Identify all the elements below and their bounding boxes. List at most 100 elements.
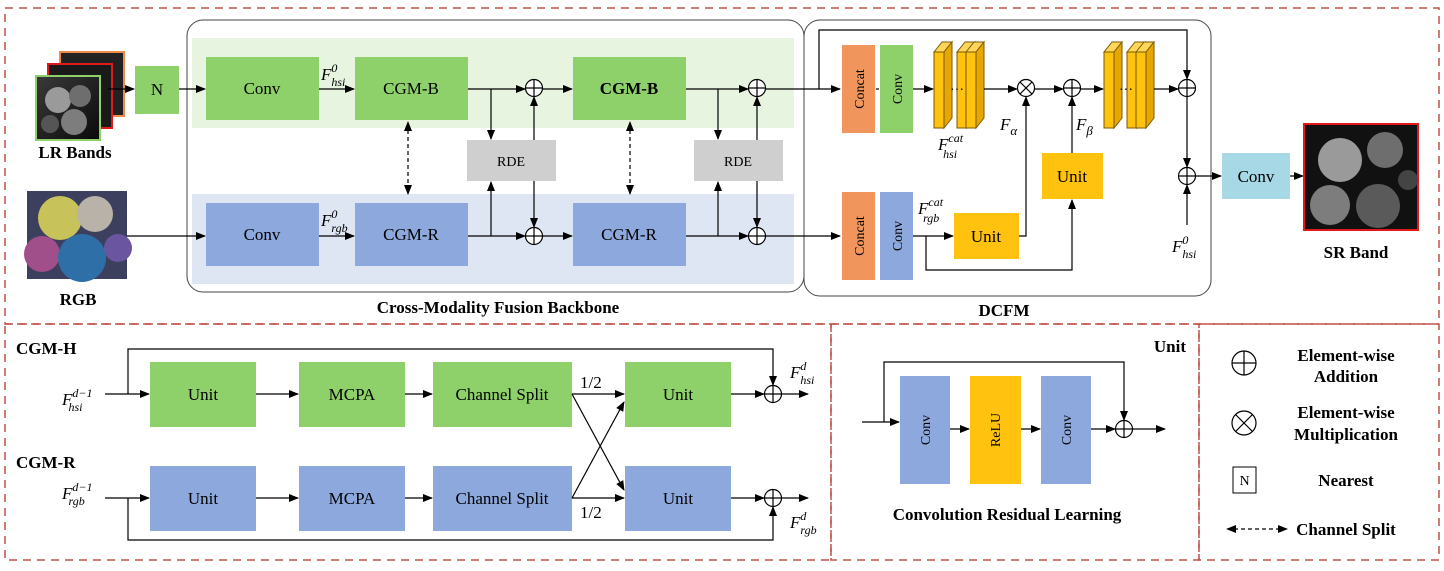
unit-panel-caption: Convolution Residual Learning: [893, 505, 1122, 524]
legend-mul-label-1: Element-wise: [1297, 403, 1395, 422]
legend-mul-symbol: [1231, 410, 1257, 436]
cgm-h-title: CGM-H: [16, 339, 76, 358]
unit-panel-title: Unit: [1154, 337, 1186, 356]
cgm-h-mcpa-label: MCPA: [329, 385, 376, 404]
cgm-r-mcpa-label: MCPA: [329, 489, 376, 508]
cgm-h-mcpa: [299, 362, 405, 427]
dcfm-arrows: [818, 29, 1304, 271]
cgm-h-split-label: Channel Split: [455, 385, 548, 404]
output-conv-block: [1222, 153, 1290, 199]
cgm-h-unit-2: [625, 362, 731, 427]
cgm-arrows: [105, 348, 809, 541]
legend-add-symbol: [1231, 350, 1257, 376]
dcfm-concat-bottom-label: Concat: [853, 216, 868, 256]
lr-bands-label: LR Bands: [38, 143, 112, 162]
legend-split-arrow: [1226, 525, 1288, 533]
cgm-h-split: [433, 362, 572, 427]
cgm-h-unit-2-label: Unit: [663, 385, 694, 404]
unit-relu-label: ReLU: [989, 413, 1004, 447]
cgm-r-unit-1-label: Unit: [188, 489, 219, 508]
f-alpha-label: Fα: [999, 115, 1018, 138]
cgm-h-unit-1-label: Unit: [188, 385, 219, 404]
unit-conv-2-label: Conv: [1060, 415, 1075, 445]
half-label-top: 1/2: [580, 373, 602, 392]
cgm-r-label-2: CGM-R: [601, 225, 657, 244]
dcfm-conv-bottom-label: Conv: [891, 221, 906, 251]
dcfm-conv-top-label: Conv: [891, 74, 906, 104]
cgm-r-title: CGM-R: [16, 453, 76, 472]
dcfm-concat-top-label: Concat: [853, 69, 868, 109]
dcfm-conv-bottom: [880, 192, 913, 280]
cgm-ops: [763, 384, 783, 508]
feature-stack-out-dots: ···: [1119, 83, 1133, 98]
cgm-b-block-2: [573, 57, 686, 120]
cgm-r-mcpa: [299, 466, 405, 531]
dcfm-frame: [803, 19, 1212, 297]
backbone-arrows: [108, 85, 841, 240]
cgm-r-split-label: Channel Split: [455, 489, 548, 508]
cgm-r-block-2: [573, 203, 686, 266]
half-label-bottom: 1/2: [580, 503, 602, 522]
feature-stack-out: [1102, 40, 1156, 130]
unit-relu: [970, 376, 1021, 484]
unit-conv-1-label: Conv: [919, 415, 934, 445]
rde-block-2: [694, 140, 783, 181]
dcfm-unit-beta: [1042, 153, 1103, 199]
channel-split-arrows: [404, 130, 634, 195]
backbone-caption: Cross-Modality Fusion Backbone: [377, 298, 620, 317]
dcfm-conv-top: [880, 45, 913, 133]
rde-label-1: RDE: [497, 155, 525, 170]
legend-n-box-label: N: [1239, 474, 1249, 489]
cgm-h-unit-1: [150, 362, 256, 427]
cgm-r-unit-2-label: Unit: [663, 489, 694, 508]
hsi-conv-block: [206, 57, 319, 120]
dcfm-caption: DCFM: [979, 301, 1030, 320]
cgm-b-label-2: CGM-B: [600, 79, 659, 98]
feature-stack-cat-dots: ···: [950, 83, 964, 98]
feature-stack-cat: [932, 40, 986, 130]
hsi-conv-label: Conv: [244, 79, 281, 98]
legend-split-label: Channel Split: [1296, 520, 1396, 539]
unit-conv-2: [1041, 376, 1091, 484]
cgm-b-label-1: CGM-B: [383, 79, 439, 98]
dcfm-concat-bottom: [842, 192, 875, 280]
rgb-conv-label: Conv: [244, 225, 281, 244]
legend-add-label-2: Addition: [1314, 367, 1379, 386]
f-beta-label: Fβ: [1075, 115, 1093, 138]
dcfm-unit-rgb-label: Unit: [971, 227, 1002, 246]
nearest-block: [135, 66, 179, 114]
rgb-label: RGB: [60, 290, 97, 309]
unit-arrows: [862, 361, 1166, 433]
cgm-r-unit-1: [150, 466, 256, 531]
dashed-panels: [4, 7, 1440, 561]
dcfm-concat-top: [842, 45, 875, 133]
cgm-r-label-1: CGM-R: [383, 225, 439, 244]
legend-nearest-label: Nearest: [1318, 471, 1374, 490]
rde-label-2: RDE: [724, 155, 752, 170]
cgm-r-block-1: [355, 203, 468, 266]
sr-band-label: SR Band: [1324, 243, 1389, 262]
dcfm-unit-beta-label: Unit: [1057, 167, 1088, 186]
rde-block-1: [467, 140, 556, 181]
sr-band-image: [1303, 123, 1419, 231]
legend-add-label-1: Element-wise: [1297, 346, 1395, 365]
nearest-block-label: N: [151, 80, 163, 99]
unit-conv-1: [900, 376, 950, 484]
cgm-b-block-1: [355, 57, 468, 120]
rgb-image: [24, 191, 132, 282]
cgm-r-split: [433, 466, 572, 531]
output-conv-label: Conv: [1238, 167, 1275, 186]
legend-n-box: [1232, 466, 1257, 494]
legend-mul-label-2: Multiplication: [1294, 425, 1398, 444]
lr-bands-image: [35, 51, 125, 141]
